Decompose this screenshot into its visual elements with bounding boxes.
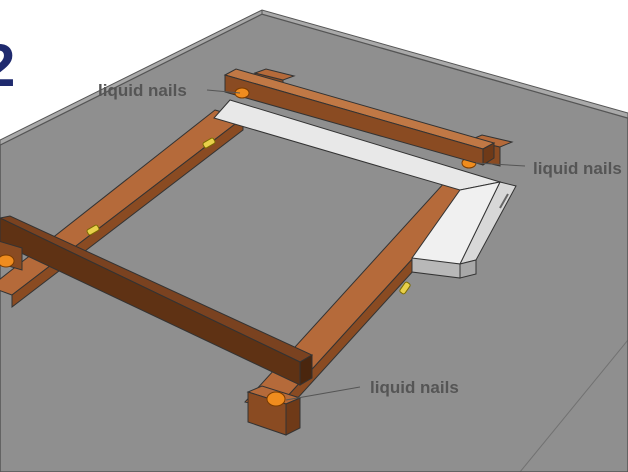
leader-line	[475, 162, 526, 167]
callout-label: liquid nails	[370, 378, 459, 397]
screw-icon	[399, 281, 411, 295]
adhesive-dot	[266, 391, 286, 407]
back-rail	[223, 68, 496, 166]
adhesive-dot	[0, 254, 15, 268]
base-panel	[0, 9, 628, 472]
front-rail	[0, 215, 314, 386]
screw-icon	[86, 224, 100, 236]
leader-line	[285, 386, 361, 401]
leader-line	[206, 89, 241, 94]
metal-plate	[213, 99, 517, 279]
screw-icon	[202, 137, 216, 149]
front-left-block	[0, 240, 23, 271]
step-number: 2	[0, 32, 15, 99]
callout-label: liquid nails	[533, 159, 622, 178]
callout-label: liquid nails	[98, 81, 187, 100]
